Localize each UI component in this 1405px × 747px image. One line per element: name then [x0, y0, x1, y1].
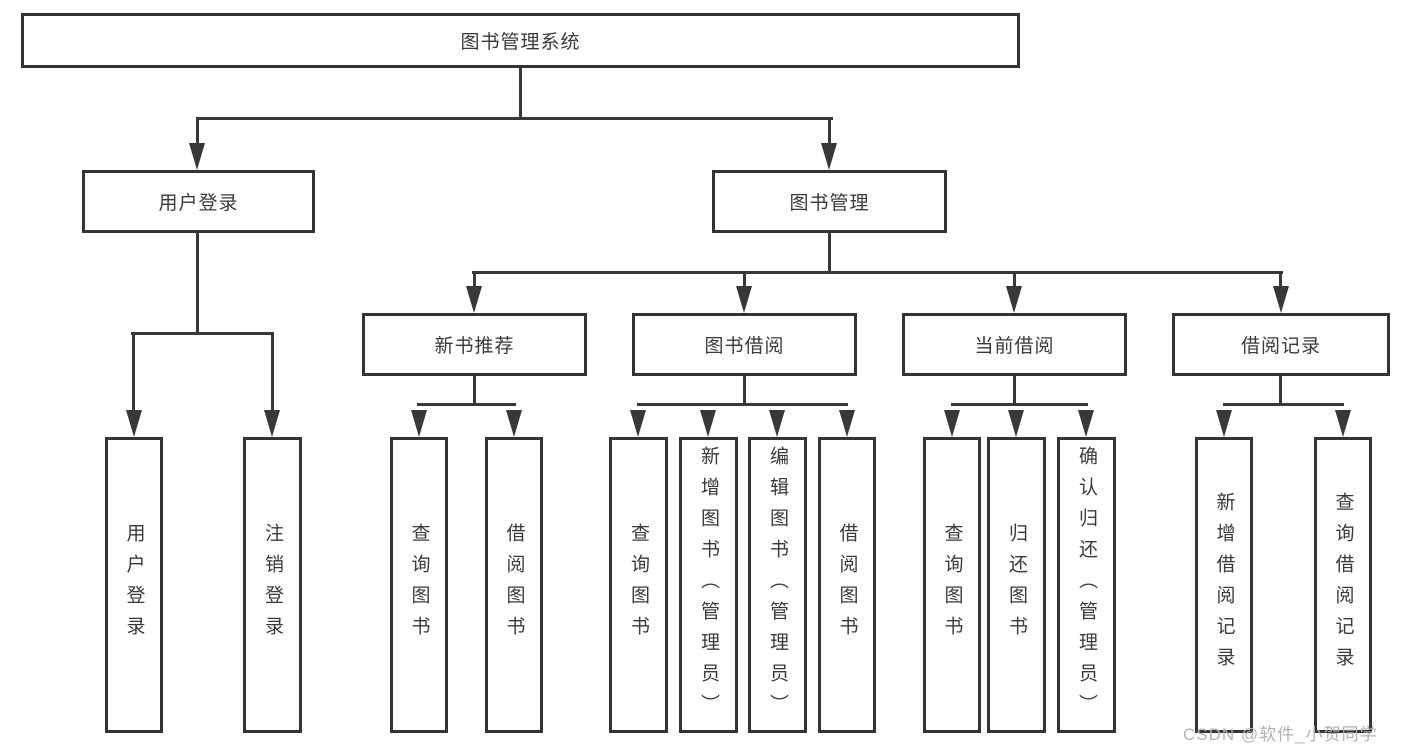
- connector-login-leaf-stem: [132, 332, 135, 412]
- arrowhead-leaf-icon: [839, 410, 855, 437]
- leaf-label: 查询借阅记录: [1332, 492, 1354, 678]
- leaf-query-books-recommend: 查询图书: [390, 437, 448, 733]
- arrowhead-borrow-icon: [736, 286, 752, 313]
- arrowhead-current-icon: [1006, 286, 1022, 313]
- node-borrowing-records: 借阅记录: [1172, 313, 1390, 376]
- leaf-label: 新增图书（管理员）: [698, 445, 719, 725]
- connector-root-stem: [519, 68, 522, 120]
- connector-current-stem: [1013, 271, 1016, 288]
- connector-level3-rail: [472, 271, 1283, 274]
- connector-borrow-down: [743, 376, 746, 406]
- leaf-borrow-books-recommend: 借阅图书: [485, 437, 543, 733]
- connector-recommend-stem: [473, 271, 476, 288]
- node-library-system: 图书管理系统: [21, 13, 1020, 68]
- leaf-label: 查询图书: [408, 523, 430, 647]
- arrowhead-login-leaf-icon: [126, 410, 142, 437]
- arrowhead-leaf-icon: [630, 410, 646, 437]
- node-label: 图书管理系统: [460, 32, 581, 53]
- leaf-borrow-books: 借阅图书: [818, 437, 876, 733]
- arrowhead-leaf-icon: [700, 410, 716, 437]
- leaf-query-books-borrow: 查询图书: [609, 437, 668, 733]
- connector-borrow-rail: [637, 403, 848, 406]
- connector-borrow-stem: [743, 271, 746, 288]
- node-label: 用户登录: [158, 193, 239, 214]
- arrowhead-leaf-icon: [506, 410, 522, 437]
- node-label: 借阅记录: [1240, 336, 1321, 357]
- connector-current-rail: [951, 403, 1088, 406]
- leaf-label: 归还图书: [1006, 523, 1027, 647]
- leaf-edit-books-admin: 编辑图书（管理员）: [748, 437, 807, 733]
- node-book-management: 图书管理: [712, 170, 947, 233]
- leaf-label: 注销登录: [262, 523, 283, 647]
- arrowhead-recommend-icon: [466, 286, 482, 313]
- connector-book-mgmt-stem: [828, 117, 831, 145]
- arrowhead-leaf-icon: [1008, 410, 1024, 437]
- leaf-query-books-current: 查询图书: [923, 437, 981, 733]
- node-label: 图书管理: [789, 193, 870, 214]
- leaf-label: 新增借阅记录: [1213, 492, 1235, 678]
- node-label: 新书推荐: [434, 336, 515, 357]
- leaf-return-books: 归还图书: [987, 437, 1046, 733]
- arrowhead-leaf-icon: [944, 410, 960, 437]
- csdn-watermark: CSDN @软件_小贺同学: [1183, 725, 1378, 744]
- leaf-query-borrow-record: 查询借阅记录: [1314, 437, 1372, 733]
- leaf-label: 确认归还（管理员）: [1076, 445, 1097, 725]
- connector-recommend-rail: [417, 403, 516, 406]
- leaf-add-books-admin: 新增图书（管理员）: [679, 437, 738, 733]
- connector-recommend-down: [473, 376, 476, 406]
- node-current-borrowing: 当前借阅: [902, 313, 1127, 376]
- node-new-book-recommendation: 新书推荐: [362, 313, 587, 376]
- node-book-borrowing: 图书借阅: [632, 313, 857, 376]
- connector-user-login-stem: [196, 117, 199, 145]
- leaf-label: 查询图书: [941, 523, 963, 647]
- node-label: 图书借阅: [704, 336, 785, 357]
- node-label: 当前借阅: [974, 336, 1055, 357]
- arrowhead-leaf-icon: [769, 410, 785, 437]
- arrowhead-user-login-icon: [189, 143, 205, 170]
- connector-records-stem: [1279, 271, 1282, 288]
- arrowhead-leaf-icon: [1216, 410, 1232, 437]
- arrowhead-leaf-icon: [1335, 410, 1351, 437]
- leaf-confirm-return-admin: 确认归还（管理员）: [1057, 437, 1116, 733]
- arrowhead-leaf-icon: [411, 410, 427, 437]
- connector-book-mgmt-down: [828, 233, 831, 274]
- arrowhead-logout-leaf-icon: [264, 410, 280, 437]
- connector-current-down: [1013, 376, 1016, 406]
- leaf-add-borrow-record: 新增借阅记录: [1195, 437, 1253, 733]
- connector-records-down: [1279, 376, 1282, 406]
- connector-records-rail: [1223, 403, 1344, 406]
- leaf-label: 编辑图书（管理员）: [767, 445, 788, 725]
- leaf-user-login: 用户登录: [105, 437, 163, 733]
- arrowhead-records-icon: [1273, 286, 1289, 313]
- leaf-label: 查询图书: [628, 523, 649, 647]
- connector-level2-rail: [196, 117, 833, 120]
- connector-logout-leaf-stem: [271, 332, 274, 412]
- node-user-login: 用户登录: [82, 170, 315, 233]
- connector-user-login-rail: [131, 332, 274, 335]
- leaf-label: 用户登录: [123, 523, 145, 647]
- arrowhead-leaf-icon: [1078, 410, 1094, 437]
- leaf-logout: 注销登录: [243, 437, 302, 733]
- arrowhead-book-mgmt-icon: [821, 143, 837, 170]
- leaf-label: 借阅图书: [503, 523, 525, 647]
- connector-user-login-down: [196, 233, 199, 334]
- leaf-label: 借阅图书: [836, 523, 858, 647]
